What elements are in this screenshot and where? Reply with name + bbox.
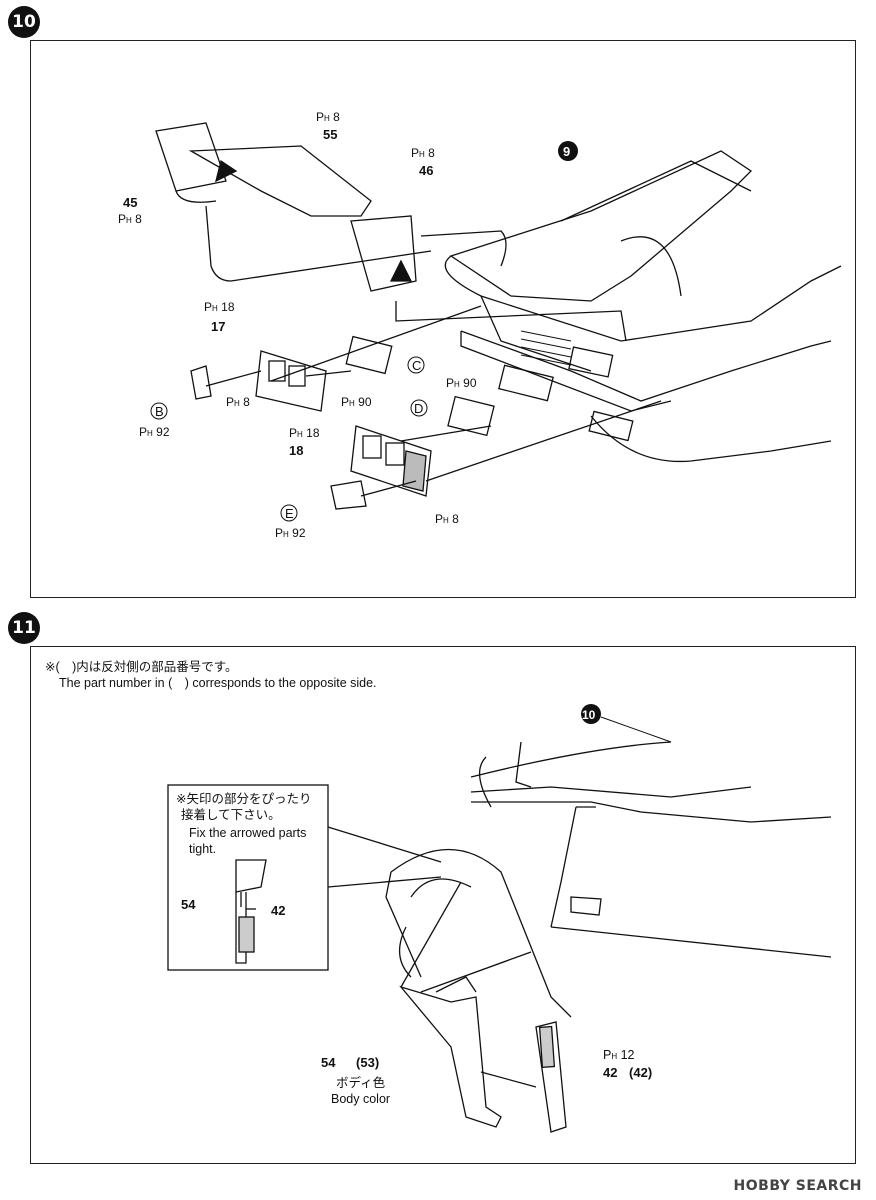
step-11-diagram: ※矢印の部分をぴったり 接着して下さい。 Fix the arrowed par… — [167, 704, 832, 1133]
svg-text:54: 54 — [181, 897, 196, 912]
part-42 — [535, 1021, 567, 1133]
step-11-note-jp: ※( )内は反対側の部品番号です。 — [45, 660, 238, 674]
svg-text:Body color: Body color — [331, 1092, 390, 1106]
svg-text:42: 42 — [603, 1065, 617, 1080]
svg-text:PH 8: PH 8 — [118, 212, 142, 226]
svg-text:PH 18: PH 18 — [204, 300, 235, 314]
svg-text:45: 45 — [123, 195, 137, 210]
svg-text:55: 55 — [323, 127, 337, 142]
svg-text:D: D — [414, 401, 423, 416]
svg-text:PH 8: PH 8 — [226, 395, 250, 409]
svg-text:PH 90: PH 90 — [341, 395, 372, 409]
step-10-badge: 10 — [8, 6, 40, 38]
garnish-18 — [350, 425, 432, 497]
step-11-badge: 11 — [8, 612, 40, 644]
svg-text:PH 12: PH 12 — [603, 1048, 635, 1062]
svg-text:PH 92: PH 92 — [275, 526, 306, 540]
svg-text:10: 10 — [582, 708, 596, 722]
svg-text:(53): (53) — [356, 1055, 379, 1070]
svg-text:B: B — [155, 404, 164, 419]
svg-text:(42): (42) — [629, 1065, 652, 1080]
svg-text:E: E — [285, 506, 294, 521]
svg-text:18: 18 — [289, 443, 303, 458]
svg-text:ボディ色: ボディ色 — [336, 1075, 386, 1090]
garnish-17 — [255, 350, 327, 412]
wing-55 — [188, 145, 372, 217]
svg-text:C: C — [412, 358, 421, 373]
car-body-outline — [449, 150, 753, 302]
svg-text:46: 46 — [419, 163, 433, 178]
watermark: HOBBY SEARCH — [733, 1178, 862, 1194]
svg-text:※矢印の部分をぴったり: ※矢印の部分をぴったり — [176, 791, 311, 806]
step-10-panel: PH 8 PH 8 PH 8 PH 18 PH 90 PH 8 PH 90 PH… — [30, 40, 856, 598]
step-11-note-en: The part number in ( ) corresponds to th… — [59, 676, 377, 690]
svg-text:9: 9 — [563, 144, 570, 159]
inset-box — [167, 784, 329, 971]
svg-text:PH 90: PH 90 — [446, 376, 477, 390]
fender-flare-54 — [399, 985, 502, 1128]
svg-text:接着して下さい。: 接着して下さい。 — [181, 807, 281, 822]
car-side-outline — [470, 741, 752, 798]
step-11-panel: ※( )内は反対側の部品番号です。 The part number in ( )… — [30, 646, 856, 1164]
svg-text:PH 92: PH 92 — [139, 425, 170, 439]
svg-text:tight.: tight. — [189, 842, 216, 856]
svg-text:PH 8: PH 8 — [316, 110, 340, 124]
svg-text:54: 54 — [321, 1055, 336, 1070]
svg-text:PH 8: PH 8 — [411, 146, 435, 160]
svg-text:PH 8: PH 8 — [435, 512, 459, 526]
svg-text:42: 42 — [271, 903, 285, 918]
step-10-diagram: PH 8 PH 8 PH 8 PH 18 PH 90 PH 8 PH 90 PH… — [118, 110, 842, 540]
svg-text:17: 17 — [211, 319, 225, 334]
svg-text:Fix the arrowed parts: Fix the arrowed parts — [189, 826, 306, 840]
svg-text:PH 18: PH 18 — [289, 426, 320, 440]
